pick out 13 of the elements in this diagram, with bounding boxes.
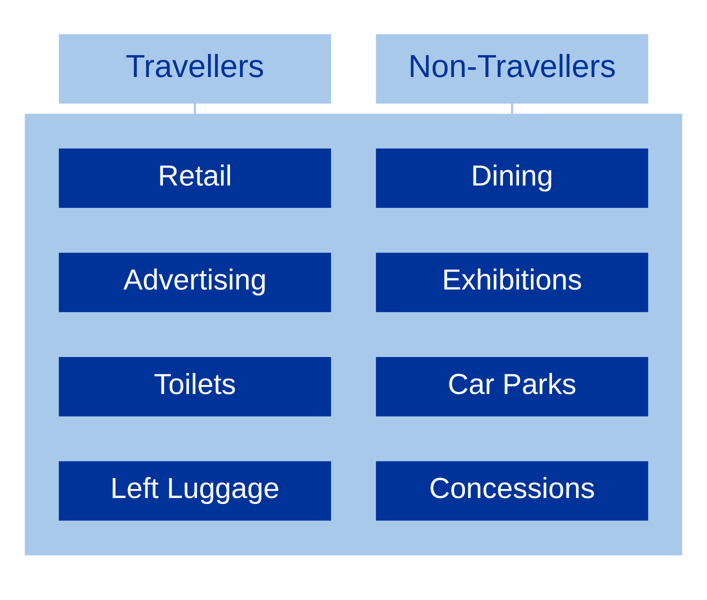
cluster bbox=[24, 113, 682, 555]
node-box: Exhibitions bbox=[376, 252, 648, 312]
node-box: Car Parks bbox=[376, 356, 648, 416]
connector bbox=[510, 102, 514, 114]
node-box: Retail bbox=[58, 148, 332, 208]
node-box: Travellers bbox=[58, 34, 332, 104]
node-box: Non-Travellers bbox=[376, 34, 648, 104]
node-box: Advertising bbox=[58, 252, 332, 312]
node-box: Concessions bbox=[376, 460, 648, 520]
node-box: Left Luggage bbox=[58, 460, 332, 520]
connector bbox=[194, 102, 196, 114]
node-box: Dining bbox=[376, 148, 648, 208]
node-box: Toilets bbox=[58, 356, 332, 416]
